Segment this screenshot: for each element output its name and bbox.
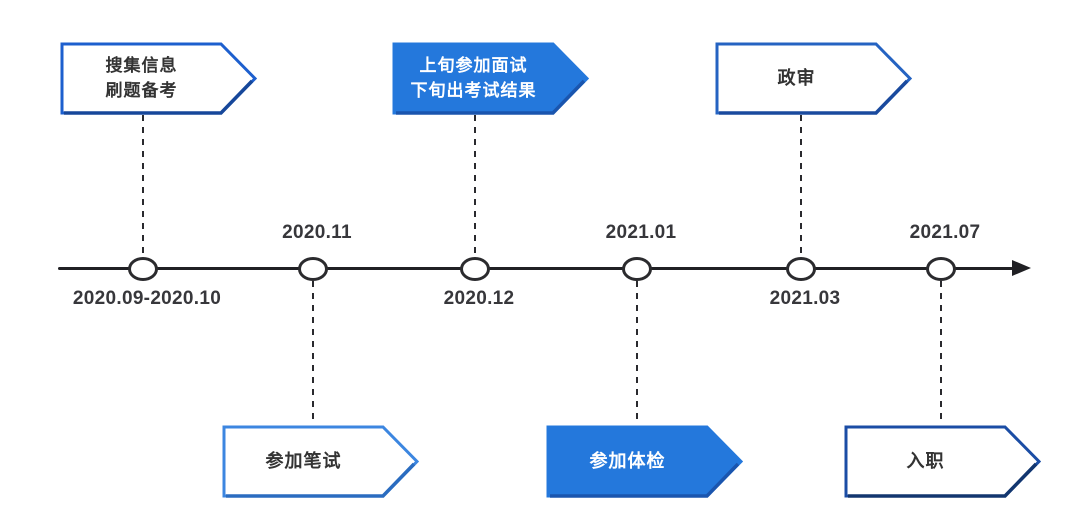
milestone-banner: 政审 (715, 42, 912, 115)
pennant-shape-icon (546, 425, 743, 498)
dashed-connector (474, 115, 476, 257)
pennant-shape-icon (715, 42, 912, 115)
timeline-node (128, 257, 158, 281)
milestone-banner: 参加笔试 (222, 425, 419, 498)
timeline-axis (58, 267, 1013, 270)
pennant-shape-icon (844, 425, 1041, 498)
date-label: 2020.09-2020.10 (72, 288, 222, 309)
milestone-banner: 搜集信息 刷题备考 (60, 42, 257, 115)
dashed-connector (142, 115, 144, 257)
timeline-node (460, 257, 490, 281)
date-label: 2021.07 (909, 222, 981, 243)
timeline-node (926, 257, 956, 281)
dashed-connector (800, 115, 802, 257)
banner-label: 入职 (906, 451, 945, 472)
dashed-connector (636, 281, 638, 425)
dashed-connector (940, 281, 942, 425)
banner-label: 参加笔试 (265, 451, 342, 472)
banner-label: 政审 (777, 68, 816, 89)
timeline-arrowhead-icon (1012, 260, 1031, 276)
milestone-banner: 入职 (844, 425, 1041, 498)
timeline-node (786, 257, 816, 281)
pennant-shape-icon (60, 42, 257, 115)
milestone-banner: 上旬参加面试 下旬出考试结果 (392, 42, 589, 115)
banner-label: 上旬参加面试 下旬出考试结果 (410, 55, 537, 100)
pennant-shape-icon (222, 425, 419, 498)
timeline-node (622, 257, 652, 281)
timeline-node (298, 257, 328, 281)
date-label: 2020.11 (282, 222, 352, 243)
banner-label: 搜集信息 刷题备考 (105, 55, 178, 100)
banner-label: 参加体检 (589, 451, 666, 472)
dashed-connector (312, 281, 314, 425)
pennant-shape-icon (392, 42, 589, 115)
date-label: 2021.03 (769, 288, 841, 309)
date-label: 2021.01 (605, 222, 677, 243)
date-label: 2020.12 (443, 288, 515, 309)
milestone-banner: 参加体检 (546, 425, 743, 498)
